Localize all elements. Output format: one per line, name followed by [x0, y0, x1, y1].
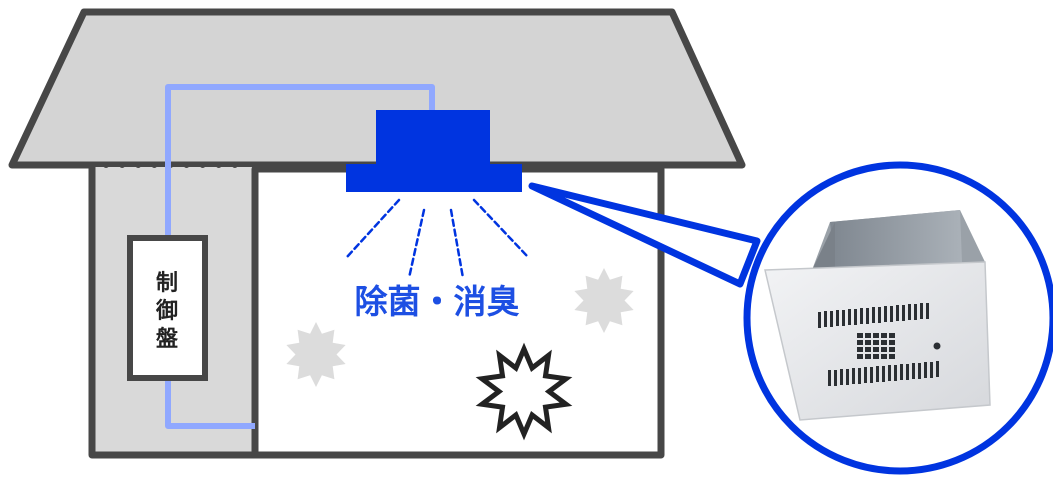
control-panel: 制 御 盤: [127, 235, 208, 381]
control-panel-char-3: 盤: [156, 326, 179, 352]
ceiling-unit-icon: [346, 110, 522, 192]
control-panel-char-1: 制: [156, 271, 178, 296]
emission-rays: [345, 198, 530, 280]
germ-icon: [574, 268, 634, 333]
product-zoom-circle: [743, 161, 1053, 475]
control-panel-char-2: 御: [155, 298, 178, 324]
germ-icon: [475, 342, 573, 441]
pipe-line-lower: [165, 375, 255, 429]
pipe-line: [165, 84, 435, 238]
zoom-callout-pointer: [528, 182, 761, 288]
effect-label: 除菌・消臭: [355, 282, 520, 321]
germ-icon: [286, 322, 346, 387]
sterilizer-product-icon: [764, 210, 991, 421]
